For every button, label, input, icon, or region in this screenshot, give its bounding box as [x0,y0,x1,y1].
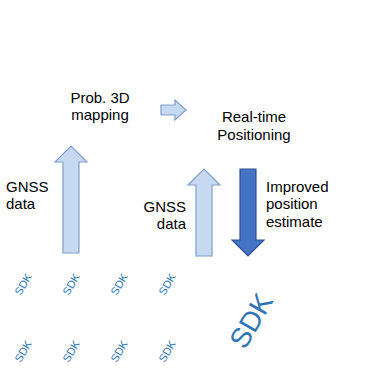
sdk-label: SDK [108,271,130,297]
sdk-label: SDK [224,288,281,354]
smartphone: SDK [4,255,42,313]
sdk-label: SDK [12,338,34,364]
smartphone: SDK [212,258,292,384]
smartphone: SDK [148,255,186,313]
block-arrow [161,100,186,120]
block-arrow [55,146,87,253]
smartphone: SDK [52,322,90,380]
service-label: Real-time Positioning [209,108,299,143]
smartphone: SDK [4,322,42,380]
smartphone: SDK [148,322,186,380]
arrow-label: GNSS data [138,198,186,233]
cloud-service: Real-time Positioning [160,78,324,173]
sdk-label: SDK [156,271,178,297]
smartphone: SDK [100,322,138,380]
sdk-label: SDK [12,271,34,297]
block-arrow [188,169,220,256]
sdk-label: SDK [60,271,82,297]
cloud-service: Prob. 3D mapping [35,62,183,150]
smartphone: SDK [52,255,90,313]
arrow-label: GNSS data [6,178,56,213]
service-label: Prob. 3D mapping [60,89,140,124]
block-arrow [232,169,264,256]
sdk-label: SDK [60,338,82,364]
smartphone: SDK [100,255,138,313]
arrow-label: Improved position estimate [266,178,364,230]
sdk-label: SDK [108,338,130,364]
sdk-label: SDK [156,338,178,364]
